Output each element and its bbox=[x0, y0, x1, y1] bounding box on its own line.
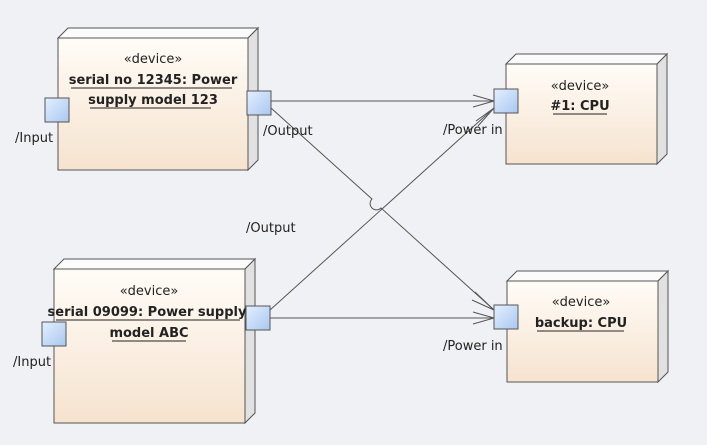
node-cpu1[interactable]: «device» #1: CPU bbox=[504, 52, 669, 166]
node-psu1-name-line1: serial no 12345: Power bbox=[69, 73, 238, 88]
node-cpu1-name: #1: CPU bbox=[550, 99, 609, 114]
arrowhead-cpu2-a bbox=[471, 291, 495, 311]
node-psu1-stereotype: «device» bbox=[124, 52, 183, 67]
port-cpu2-power-label: /Power in bbox=[443, 339, 503, 354]
port-psu1-output-label: /Output bbox=[263, 124, 313, 139]
port-cpu1-power[interactable] bbox=[493, 88, 519, 114]
node-cpu2[interactable]: «device» backup: CPU bbox=[505, 269, 670, 384]
port-cpu2-power[interactable] bbox=[493, 304, 519, 330]
node-psu2-name-line1: serial 09099: Power supply bbox=[48, 305, 247, 320]
port-psu2-output-label: /Output bbox=[246, 221, 296, 236]
node-psu1[interactable]: «device» serial no 12345: Power supply m… bbox=[56, 26, 260, 172]
port-psu2-input-label: /Input bbox=[13, 355, 51, 370]
port-psu1-output[interactable] bbox=[246, 90, 272, 116]
node-psu2-name-line2: model ABC bbox=[109, 326, 188, 341]
node-cpu1-stereotype: «device» bbox=[551, 79, 610, 94]
connector-psu2-cpu1[interactable] bbox=[269, 107, 495, 311]
node-cpu2-stereotype: «device» bbox=[552, 295, 611, 310]
port-psu1-input[interactable] bbox=[44, 97, 70, 123]
node-psu2[interactable]: «device» serial 09099: Power supply mode… bbox=[48, 257, 257, 425]
node-cpu2-name: backup: CPU bbox=[535, 316, 627, 331]
port-psu2-output[interactable] bbox=[245, 305, 271, 331]
port-psu2-input[interactable] bbox=[41, 321, 67, 347]
node-psu1-name-line2: supply model 123 bbox=[88, 93, 218, 108]
port-cpu1-power-label: /Power in bbox=[443, 123, 503, 138]
node-psu2-stereotype: «device» bbox=[120, 284, 179, 299]
port-psu1-input-label: /Input bbox=[15, 131, 53, 146]
connector-psu1-cpu2[interactable] bbox=[270, 107, 495, 311]
ports bbox=[41, 88, 519, 347]
